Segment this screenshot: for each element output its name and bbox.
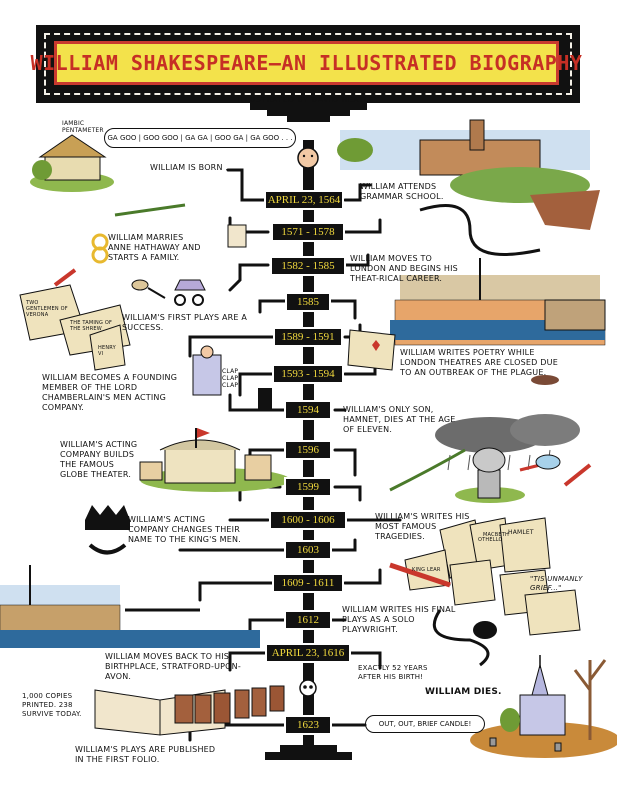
final-plays-papers (449, 559, 581, 636)
date-badge: 1623 (284, 715, 332, 735)
play-label: HAMLET (508, 529, 534, 536)
paper-label: TWO GENTLEMEN OF VERONA (26, 300, 68, 318)
event-text: WILLIAM'S FIRST PLAYS ARE A SUCCESS. (122, 313, 248, 332)
event-text: WILLIAM'S ONLY SON, HAMNET, DIES AT THE … (343, 405, 456, 434)
quill-icon (389, 562, 451, 588)
date-badge: 1599 (284, 477, 332, 497)
churchyard-illustration (470, 655, 617, 758)
school-illustration (337, 119, 600, 230)
play-label: MACBETH (483, 532, 509, 538)
baby-icon (297, 147, 319, 169)
paper-label: HENRY VI (98, 345, 116, 357)
cottage-illustration (30, 134, 114, 192)
pram-icon (174, 279, 206, 291)
illustrator-credit: ILLUSTRATED BY DAVID HEATLEY (237, 96, 380, 104)
clap-text: CLAP CLAP CLAP (222, 368, 239, 389)
cake-icon (227, 224, 247, 248)
date-badge: 1609 - 1611 (272, 573, 344, 593)
date-badge: 1582 - 1585 (270, 256, 346, 276)
event-text: WILLIAM'S PLAYS ARE PUBLISHED IN THE FIR… (75, 745, 216, 764)
actor-illustration (258, 388, 272, 410)
date-badge: APRIL 23, 1616 (265, 643, 351, 663)
title-banner: WILLIAM SHAKESPEARE—AN ILLUSTRATED BIOGR… (31, 25, 582, 103)
date-badge: 1603 (284, 540, 332, 560)
exact-years-note: EXACTLY 52 YEARS AFTER HIS BIRTH! (358, 664, 428, 681)
baby-speech-bubble: GA GOO | GOO GOO | GA GA | GOO GA | GA G… (104, 128, 296, 148)
paper-label: THE TAMING OF THE SHREW (70, 320, 113, 332)
branch-illustration (114, 203, 186, 217)
angel-statue-illustration (455, 447, 525, 503)
iambic-label: IAMBIC PENTAMETER (62, 120, 104, 134)
banner-border (44, 33, 572, 95)
event-text: WILLIAM MARRIES ANNE HATHAWAY AND STARTS… (108, 233, 201, 262)
date-badge: 1612 (284, 610, 332, 630)
event-text: WILLIAM'S ACTING COMPANY BUILDS THE FAMO… (60, 440, 138, 479)
date-badge: 1589 - 1591 (273, 327, 343, 347)
event-text: WILLIAM IS BORN . (150, 163, 229, 172)
ruff-icon (88, 543, 127, 555)
date-badge: 1594 (284, 400, 332, 420)
date-badge: 1593 - 1594 (272, 364, 344, 384)
event-text: WILLIAM WRITES HIS FINAL PLAYS AS A SOLO… (342, 605, 456, 634)
play-label: KING LEAR (412, 567, 441, 573)
grief-quote: "TIS UNMANLY GRIEF..." (530, 575, 583, 592)
dies-note: WILLIAM DIES. (425, 687, 502, 697)
stratford-illustration (0, 565, 260, 648)
date-badge: 1600 - 1606 (269, 510, 347, 530)
event-text: WILLIAM MOVES BACK TO HIS BIRTHPLACE, ST… (105, 652, 241, 681)
globe-theater-illustration (139, 428, 290, 492)
copies-note: 1,000 COPIES PRINTED. 238 SURVIVE TODAY. (22, 692, 82, 718)
date-badge: 1596 (284, 440, 332, 460)
manuscripts-illustration (19, 268, 131, 371)
play-label: OTHELLO (478, 537, 503, 543)
london-illustration (390, 258, 606, 346)
event-text: WILLIAM'S WRITES HIS MOST FAMOUS TRAGEDI… (375, 512, 470, 541)
folio-books (94, 685, 285, 736)
date-badge: APRIL 23, 1564 (264, 190, 344, 210)
date-badge: 1585 (285, 292, 331, 312)
event-text: WILLIAM MOVES TO LONDON AND BEGINS HIS T… (350, 254, 458, 283)
event-text: WILLIAM BECOMES A FOUNDING MEMBER OF THE… (42, 373, 178, 412)
tragedies-papers (404, 517, 551, 591)
date-badge: 1571 - 1578 (271, 222, 345, 242)
page-title: WILLIAM SHAKESPEARE—AN ILLUSTRATED BIOGR… (30, 51, 583, 75)
candle-quote: OUT, OUT, BRIEF CANDLE! (365, 715, 485, 733)
rattle-icon (131, 279, 149, 291)
rat-icon (531, 375, 559, 385)
event-text: WILLIAM ATTENDS GRAMMAR SCHOOL. (360, 182, 444, 201)
event-text: WILLIAM'S ACTING COMPANY CHANGES THEIR N… (128, 515, 241, 544)
event-text: WILLIAM WRITES POETRY WHILE LONDON THEAT… (400, 348, 558, 377)
skull-icon (299, 679, 317, 697)
crown-icon (85, 505, 130, 530)
queen-illustration (192, 354, 222, 396)
scroll-illustration (347, 329, 396, 371)
title-panel: WILLIAM SHAKESPEARE—AN ILLUSTRATED BIOGR… (31, 41, 582, 85)
